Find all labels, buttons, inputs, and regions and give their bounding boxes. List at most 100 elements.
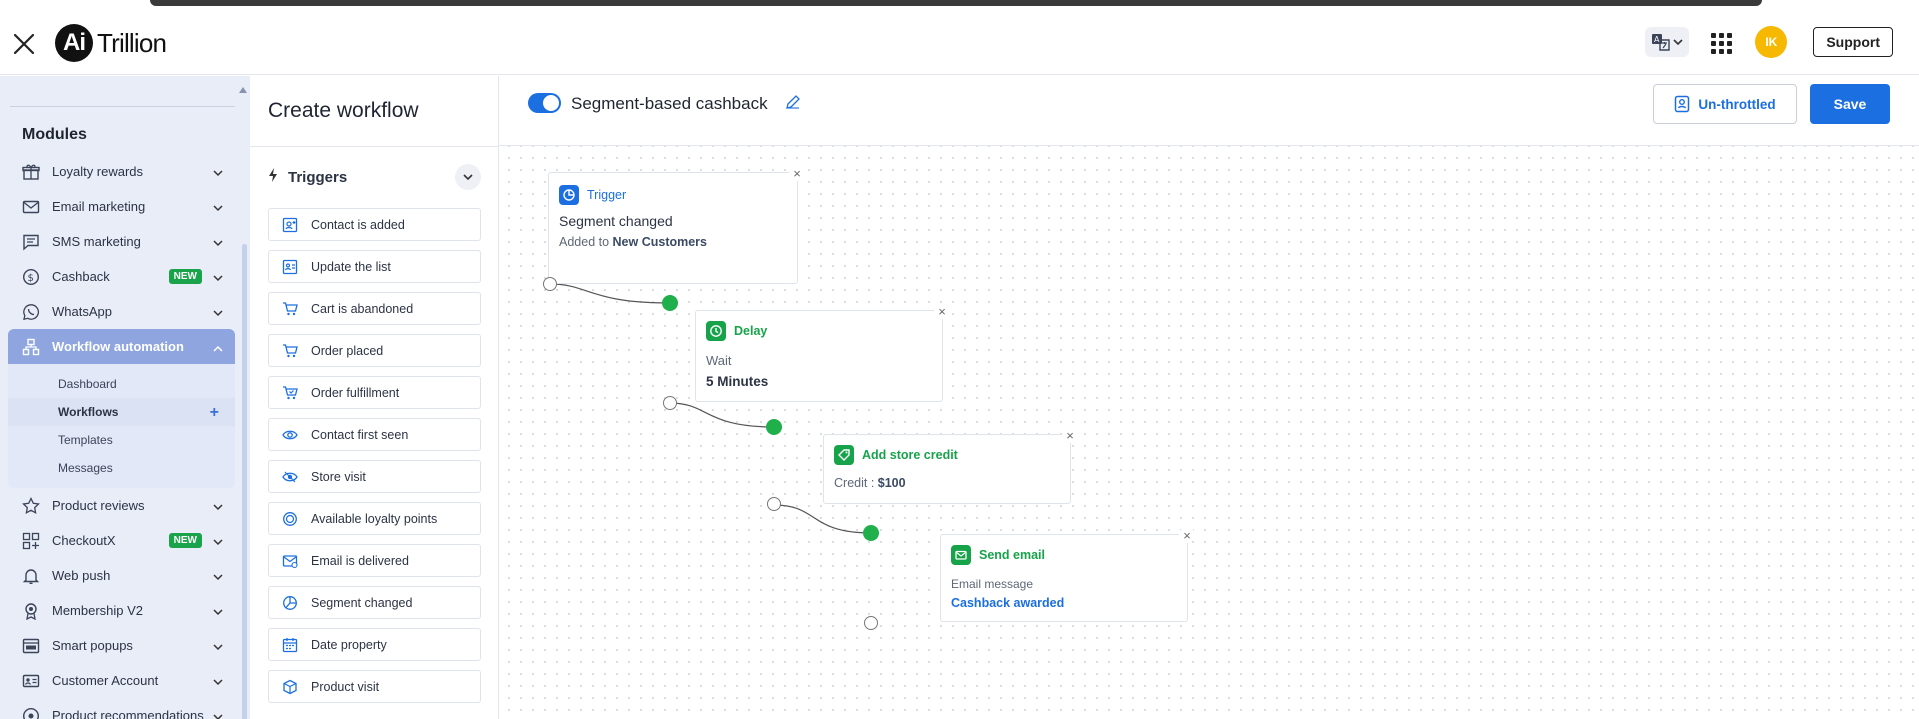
edit-pencil-icon[interactable]	[785, 94, 801, 115]
input-port[interactable]	[863, 525, 879, 541]
trigger-option-contact-is-added[interactable]: Contact is added	[268, 208, 481, 241]
logo[interactable]: Ai Trillion	[55, 24, 167, 62]
sidebar-item-label: Loyalty rewards	[52, 164, 144, 179]
remove-node-icon[interactable]: ×	[789, 165, 805, 181]
calendar-icon	[281, 636, 299, 654]
output-port[interactable]	[864, 616, 878, 630]
sidebar-item-whatsapp[interactable]: WhatsApp	[8, 294, 235, 329]
trigger-option-available-loyalty-points[interactable]: Available loyalty points	[268, 502, 481, 535]
output-port[interactable]	[663, 396, 677, 410]
trigger-event: Segment changed	[559, 213, 673, 229]
language-button[interactable]: A	[1645, 27, 1690, 57]
support-button[interactable]: Support	[1813, 27, 1893, 57]
sidebar-item-membership-v2[interactable]: Membership V2	[8, 593, 235, 628]
trigger-option-order-placed[interactable]: Order placed	[268, 334, 481, 367]
section-title: Modules	[22, 126, 87, 143]
chevron-down-icon	[1673, 39, 1683, 46]
segment-icon	[281, 594, 299, 612]
email-template-link[interactable]: Cashback awarded	[951, 596, 1065, 610]
workflow-canvas[interactable]: Segment-based cashback Un-throttled Save…	[499, 76, 1919, 719]
triggers-heading: Triggers	[288, 168, 348, 186]
sidebar-item-label: Cashback	[52, 269, 110, 284]
remove-node-icon[interactable]: ×	[1062, 427, 1078, 443]
delay-value: 5 Minutes	[706, 374, 769, 389]
trigger-option-label: Segment changed	[311, 595, 413, 610]
add-workflow-plus-icon[interactable]: +	[209, 404, 219, 421]
sidebar-item-product-recommendations[interactable]: Product recommendations	[8, 698, 235, 719]
avatar[interactable]: IK	[1755, 26, 1788, 58]
sidebar-item-workflow-automation[interactable]: Workflow automation	[8, 329, 235, 364]
trigger-option-label: Product visit	[311, 679, 380, 694]
cart-icon	[281, 342, 299, 360]
trigger-option-update-the-list[interactable]: Update the list	[268, 250, 481, 283]
sidebar-item-sms-marketing[interactable]: SMS marketing	[8, 224, 235, 259]
trigger-option-contact-first-seen[interactable]: Contact first seen	[268, 418, 481, 451]
sidebar-item-smart-popups[interactable]: Smart popups	[8, 628, 235, 663]
trigger-option-label: Contact is added	[311, 217, 405, 232]
input-port[interactable]	[662, 295, 678, 311]
sidebar-item-web-push[interactable]: Web push	[8, 558, 235, 593]
workflow-active-toggle[interactable]	[528, 93, 561, 113]
tag-icon	[834, 445, 854, 465]
submenu-item-templates[interactable]: Templates	[58, 433, 113, 447]
trigger-option-order-fulfillment[interactable]: Order fulfillment	[268, 376, 481, 409]
id-card-icon	[22, 672, 40, 690]
output-port[interactable]	[543, 277, 557, 291]
chevron-down-icon	[213, 499, 223, 514]
input-port[interactable]	[766, 419, 782, 435]
chevron-down-icon	[213, 200, 223, 215]
submenu-item-workflows[interactable]: Workflows+	[8, 398, 235, 426]
scroll-up-arrow-icon[interactable]	[239, 87, 247, 93]
close-icon[interactable]	[12, 32, 36, 56]
cart-icon	[281, 300, 299, 318]
chevron-down-icon	[213, 305, 223, 320]
chevron-down-icon	[213, 270, 223, 285]
save-button[interactable]: Save	[1810, 84, 1890, 124]
remove-node-icon[interactable]: ×	[1179, 527, 1195, 543]
trigger-option-cart-is-abandoned[interactable]: Cart is abandoned	[268, 292, 481, 325]
remove-node-icon[interactable]: ×	[934, 303, 950, 319]
trigger-detail-prefix: Added to	[559, 235, 610, 249]
translate-icon: A	[1652, 34, 1671, 51]
delay-node[interactable]: × Delay Wait 5 Minutes	[695, 303, 950, 402]
bolt-icon	[268, 168, 278, 186]
trigger-option-segment-changed[interactable]: Segment changed	[268, 586, 481, 619]
throttle-icon	[1675, 95, 1690, 113]
sidebar-item-label: WhatsApp	[52, 304, 112, 319]
trigger-option-email-is-delivered[interactable]: Email is delivered	[268, 544, 481, 577]
sidebar-item-label: Membership V2	[52, 603, 144, 618]
trigger-option-store-visit[interactable]: Store visit	[268, 460, 481, 493]
sidebar-scroll-thumb[interactable]	[242, 244, 247, 719]
sidebar-item-customer-account[interactable]: Customer Account	[8, 663, 235, 698]
trigger-node[interactable]: × Trigger Segment changed Added to New C…	[548, 165, 805, 284]
trigger-option-date-property[interactable]: Date property	[268, 628, 481, 661]
add-store-credit-node[interactable]: × Add store credit Credit : $100	[823, 427, 1078, 504]
apps-grid-icon[interactable]	[1709, 31, 1733, 54]
sidebar-item-label: Workflow automation	[52, 339, 184, 354]
chat-icon	[22, 233, 40, 251]
node-title: Add store credit	[862, 448, 958, 462]
sidebar-item-product-reviews[interactable]: Product reviews	[8, 488, 235, 523]
sidebar-item-label: CheckoutX	[52, 533, 116, 548]
unthrottled-button[interactable]: Un-throttled	[1653, 84, 1797, 124]
trigger-option-label: Store visit	[311, 469, 366, 484]
sidebar-item-label: SMS marketing	[52, 234, 141, 249]
sidebar-item-label: Customer Account	[52, 673, 159, 688]
sidebar-item-loyalty-rewards[interactable]: Loyalty rewards	[8, 154, 235, 189]
mail-icon	[22, 198, 40, 216]
trigger-option-label: Email is delivered	[311, 553, 409, 568]
credit-label: Credit :	[834, 476, 875, 490]
trigger-option-label: Available loyalty points	[311, 511, 438, 526]
collapse-chevron-icon[interactable]	[455, 164, 481, 190]
output-port[interactable]	[767, 497, 781, 511]
chevron-down-icon	[213, 709, 223, 719]
submenu-item-dashboard[interactable]: Dashboard	[58, 377, 117, 391]
sidebar-item-email-marketing[interactable]: Email marketing	[8, 189, 235, 224]
submenu-item-messages[interactable]: Messages	[58, 461, 113, 475]
send-email-node[interactable]: × Send email Email message Cashback awar…	[940, 527, 1195, 622]
triggers-header[interactable]: Triggers	[268, 164, 481, 190]
trigger-option-product-visit[interactable]: Product visit	[268, 670, 481, 703]
